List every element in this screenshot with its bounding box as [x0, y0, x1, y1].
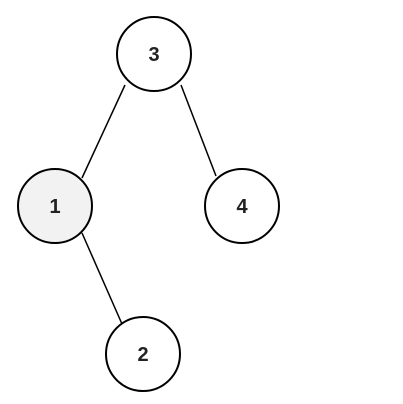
node-label-2: 2	[137, 344, 148, 366]
tree-node-3: 3	[116, 16, 192, 92]
tree-node-1: 1	[17, 168, 93, 244]
tree-node-4: 4	[204, 168, 280, 244]
node-label-4: 4	[236, 196, 248, 218]
edge-3-4	[180, 84, 217, 177]
edge-3-1	[81, 84, 126, 179]
tree-node-2: 2	[105, 316, 181, 392]
node-label-1: 1	[49, 196, 60, 218]
edge-1-2	[81, 232, 123, 325]
node-circle-2	[105, 316, 181, 392]
node-circle-4	[204, 168, 280, 244]
node-circle-1	[17, 168, 93, 244]
node-label-3: 3	[148, 44, 159, 66]
node-circle-3	[116, 16, 192, 92]
